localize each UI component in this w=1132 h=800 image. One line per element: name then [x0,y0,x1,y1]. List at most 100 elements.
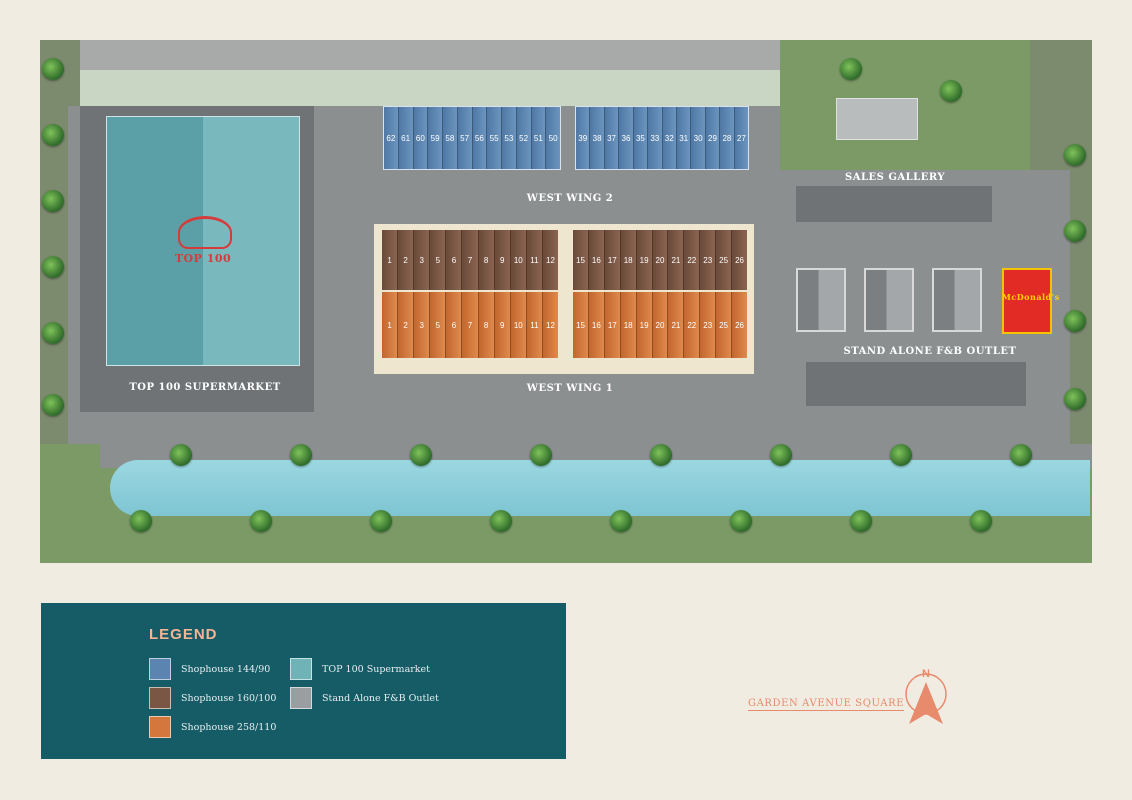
unit-9-brown[interactable]: 9 [494,230,511,290]
unit-19-orange[interactable]: 19 [636,292,653,358]
legend-swatch [290,687,312,709]
tree-icon [770,444,792,466]
unit-2-orange[interactable]: 2 [398,292,415,358]
fnb-parking [806,362,1026,406]
unit-16-orange[interactable]: 16 [588,292,605,358]
unit-17-orange[interactable]: 17 [604,292,621,358]
unit-39[interactable]: 39 [576,107,591,169]
tree-icon [42,256,64,278]
unit-23-orange[interactable]: 23 [700,292,717,358]
site-plan-map[interactable]: TOP 100 TOP 100 SUPERMARKET 62 61 60 59 … [40,40,1092,563]
unit-11-brown[interactable]: 11 [526,230,543,290]
brown-units-left-row: 1 2 3 5 6 7 8 9 10 11 12 [382,230,559,290]
unit-51[interactable]: 51 [531,107,547,169]
unit-2-brown[interactable]: 2 [398,230,415,290]
label-west-wing-2: WEST WING 2 [526,193,614,204]
unit-31[interactable]: 31 [676,107,692,169]
top100-supermarket-building[interactable] [106,116,300,366]
unit-17-brown[interactable]: 17 [604,230,621,290]
unit-50[interactable]: 50 [546,107,560,169]
mcdonalds-outlet[interactable] [1002,268,1052,334]
unit-16-brown[interactable]: 16 [588,230,605,290]
unit-1-brown[interactable]: 1 [382,230,399,290]
unit-32[interactable]: 32 [662,107,677,169]
unit-19-brown[interactable]: 19 [636,230,653,290]
unit-25-brown[interactable]: 25 [716,230,733,290]
unit-28[interactable]: 28 [720,107,735,169]
unit-1-orange[interactable]: 1 [382,292,399,358]
fnb-outlet-3[interactable] [932,268,982,332]
tree-icon [42,322,64,344]
tree-icon [1010,444,1032,466]
unit-12-brown[interactable]: 12 [542,230,559,290]
unit-6-orange[interactable]: 6 [446,292,463,358]
unit-38[interactable]: 38 [590,107,605,169]
unit-25-orange[interactable]: 25 [716,292,733,358]
unit-3-brown[interactable]: 3 [414,230,431,290]
unit-9-orange[interactable]: 9 [494,292,511,358]
unit-7-orange[interactable]: 7 [462,292,479,358]
unit-21-brown[interactable]: 21 [668,230,685,290]
tree-icon [940,80,962,102]
unit-10-brown[interactable]: 10 [510,230,527,290]
unit-52[interactable]: 52 [516,107,532,169]
sales-gallery-building[interactable] [836,98,918,140]
unit-23-brown[interactable]: 23 [700,230,717,290]
tree-icon [42,190,64,212]
unit-11-orange[interactable]: 11 [526,292,543,358]
unit-20-brown[interactable]: 20 [652,230,669,290]
tree-icon [530,444,552,466]
unit-27[interactable]: 27 [734,107,749,169]
brown-units-right-row: 15 16 17 18 19 20 21 22 23 25 26 [573,230,747,290]
fnb-outlet-2[interactable] [864,268,914,332]
unit-29[interactable]: 29 [705,107,721,169]
fnb-outlet-1[interactable] [796,268,846,332]
unit-35[interactable]: 35 [633,107,649,169]
unit-37[interactable]: 37 [604,107,620,169]
unit-5-orange[interactable]: 5 [430,292,447,358]
tree-icon [42,124,64,146]
unit-5-brown[interactable]: 5 [430,230,447,290]
unit-30[interactable]: 30 [691,107,706,169]
tree-icon [1064,220,1086,242]
top-road [80,40,780,70]
unit-3-orange[interactable]: 3 [414,292,431,358]
unit-59[interactable]: 59 [428,107,443,169]
unit-7-brown[interactable]: 7 [462,230,479,290]
unit-61[interactable]: 61 [398,107,414,169]
unit-58[interactable]: 58 [443,107,458,169]
unit-18-orange[interactable]: 18 [620,292,637,358]
unit-53[interactable]: 53 [502,107,517,169]
unit-18-brown[interactable]: 18 [620,230,637,290]
unit-26-brown[interactable]: 26 [732,230,747,290]
tree-icon [650,444,672,466]
unit-36[interactable]: 36 [619,107,634,169]
unit-22-brown[interactable]: 22 [684,230,701,290]
tree-icon [1064,388,1086,410]
tree-icon [370,510,392,532]
unit-6-brown[interactable]: 6 [446,230,463,290]
unit-20-orange[interactable]: 20 [652,292,669,358]
unit-22-orange[interactable]: 22 [684,292,701,358]
sales-gallery-parking [796,186,992,222]
compass-letter: N [922,668,930,680]
unit-12-orange[interactable]: 12 [542,292,559,358]
unit-15-orange[interactable]: 15 [573,292,589,358]
unit-57[interactable]: 57 [457,107,473,169]
unit-8-orange[interactable]: 8 [478,292,495,358]
unit-21-orange[interactable]: 21 [668,292,685,358]
unit-62[interactable]: 62 [384,107,399,169]
unit-26-orange[interactable]: 26 [732,292,747,358]
unit-56[interactable]: 56 [472,107,488,169]
unit-33[interactable]: 33 [648,107,663,169]
unit-15-brown[interactable]: 15 [573,230,589,290]
label-stand-alone-fnb: STAND ALONE F&B OUTLET [843,346,1017,357]
unit-60[interactable]: 60 [413,107,429,169]
unit-10-orange[interactable]: 10 [510,292,527,358]
north-compass-icon: N [903,668,949,726]
label-west-wing-1: WEST WING 1 [526,383,614,394]
legend-item-shophouse-144-90: Shophouse 144/90 [149,658,270,680]
unit-8-brown[interactable]: 8 [478,230,495,290]
tree-icon [840,58,862,80]
unit-55[interactable]: 55 [487,107,502,169]
